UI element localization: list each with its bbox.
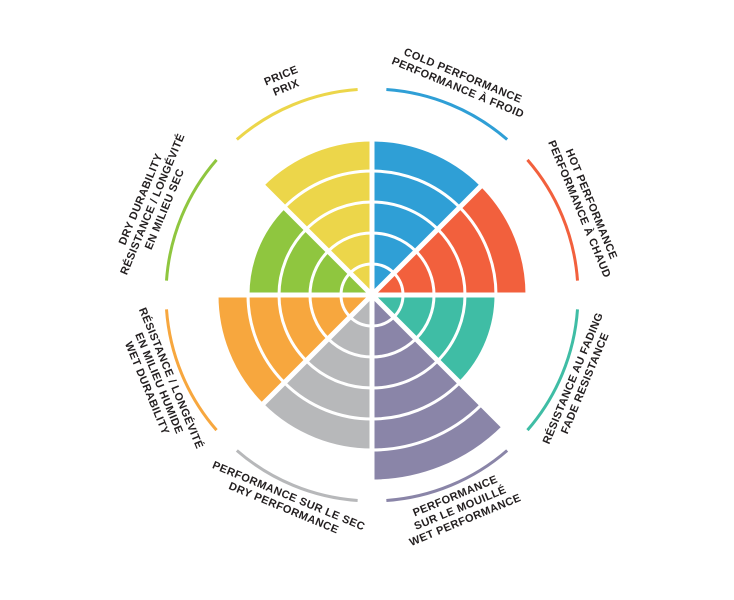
outer-arc-fade-resistance [526, 309, 579, 432]
segment-separator [231, 154, 374, 297]
wheel-segment-dry-durability [248, 207, 372, 295]
outer-arc-cold-performance [386, 88, 509, 141]
wheel-segment-fade-resistance [372, 295, 496, 383]
wheel-segment-wet-performance [372, 295, 504, 481]
segment-label-price: PRICEPRIX [263, 64, 305, 101]
segment-label-fade-resistance: RÉSISTANCE AU FADINGFADE RESISTANCE [540, 311, 618, 451]
segment-separator [370, 154, 513, 297]
wheel-segment-hot-performance [372, 185, 527, 295]
outer-arc-dry-durability [165, 158, 218, 281]
wheel-segment-dry-performance [262, 295, 372, 450]
segment-separator [370, 293, 513, 436]
segment-label-dry-performance: PERFORMANCE SUR LE SECDRY PERFORMANCE [206, 459, 367, 545]
outer-arc-dry-performance [235, 449, 358, 502]
outer-arc-wet-performance [386, 449, 509, 502]
outer-arc-wet-durability [165, 309, 218, 432]
wheel-segment-cold-performance [372, 140, 482, 295]
outer-arc-hot-performance [526, 158, 579, 281]
outer-arc-price [235, 88, 358, 141]
wheel-segment-wet-durability [217, 295, 372, 405]
segment-label-line: PERFORMANCE SUR LE SEC [210, 459, 366, 533]
wheel-segment-price [262, 140, 372, 295]
segment-separator [231, 293, 374, 436]
segment-label-wet-durability: RÉSISTANCE / LONGÉVITÉEN MILIEU HUMIDEWE… [112, 306, 206, 461]
